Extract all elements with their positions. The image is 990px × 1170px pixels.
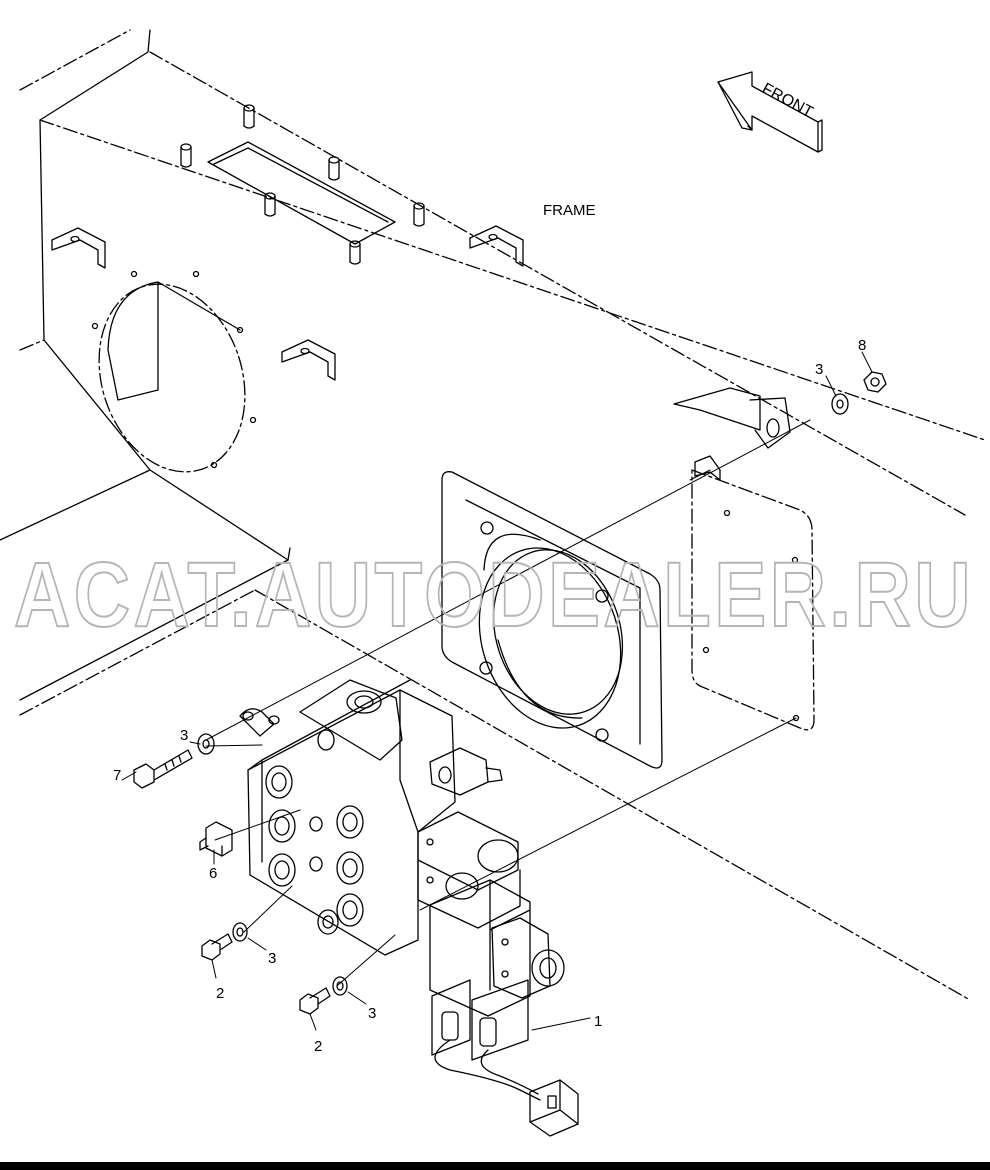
frame-bore [91,270,257,473]
frame-label: FRAME [543,202,596,219]
bolt-2-upper [201,933,233,961]
front-arrow-icon [717,71,823,153]
callout-3-mid: 3 [268,950,276,967]
gasket-plate [691,455,815,731]
frame-brackets [51,225,524,381]
leader-lines [121,351,873,1031]
callout-8: 8 [858,337,866,354]
frame-outline [0,29,986,1001]
bottom-border [0,1162,990,1170]
callout-1: 1 [594,1013,602,1030]
washer-3-lower [332,976,348,996]
watermark-text: ACAT.AUTODEALER.RU [14,544,974,646]
callout-3-lower: 3 [368,1005,376,1022]
clip-6 [199,821,233,857]
callout-3-left: 3 [180,727,188,744]
frame-top-opening [207,141,396,245]
bolt-7 [133,749,193,789]
frame-boss [673,387,791,449]
control-valve [239,679,579,1137]
callout-2-lower: 2 [314,1038,322,1055]
washer-3-top [831,393,849,415]
bolt-2-lower [299,987,331,1015]
callout-6: 6 [209,865,217,882]
nut-8 [863,371,887,393]
mounting-plate [441,471,663,769]
frame-studs [180,104,425,265]
callout-7: 7 [113,767,121,784]
alignment-lines [205,419,811,986]
washer-3-upper [232,922,248,942]
callout-2-upper: 2 [216,985,224,1002]
front-label: FRONT [759,80,816,121]
callout-3-top: 3 [815,361,823,378]
